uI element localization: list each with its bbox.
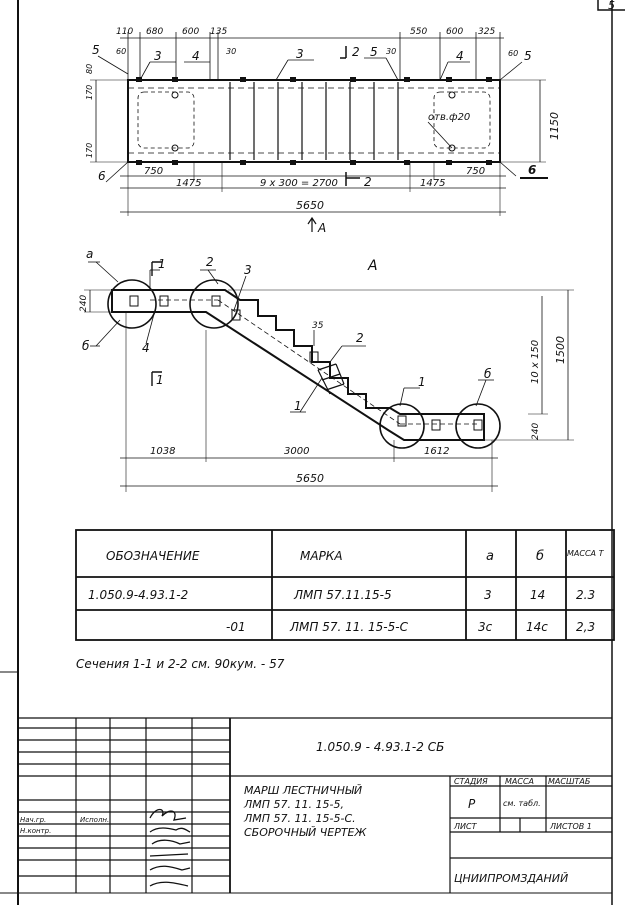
title-desc-line-4: СБОРОЧНЫЙ ЧЕРТЕЖ — [244, 826, 368, 839]
elev-callout-1-right: 1 — [418, 375, 426, 389]
elev-callout-1-lower: 1 — [294, 399, 302, 413]
elev-callout-b-right: б — [484, 367, 492, 381]
plan-top-dim-1: 110 — [116, 27, 133, 37]
title-mass-value: см. табл. — [503, 799, 541, 808]
page-corner: 5 — [597, 0, 625, 12]
elevation-outline — [111, 289, 485, 441]
elev-dim-left: 240 — [79, 295, 89, 312]
plan-seg-1475-left: 1475 — [176, 178, 201, 189]
elev-step-dim: 10 x 150 — [530, 340, 541, 384]
plan-callout-3-left: 3 — [154, 49, 162, 63]
plan-callout-3-mid: 3 — [296, 47, 304, 61]
elev-height-total: 1500 — [554, 336, 567, 364]
plan-small-dim-3: 30 — [386, 47, 396, 56]
plan-seg-750-left: 750 — [144, 166, 163, 177]
plan-height-dim: 1150 — [548, 112, 561, 140]
spec-header-designation: ОБОЗНАЧЕНИЕ — [106, 549, 200, 563]
spec-row2-mark: ЛМП 57. 11. 15-5-С — [289, 620, 409, 634]
signature-scribbles — [149, 808, 191, 887]
elev-total-length: 5650 — [296, 472, 324, 485]
plan-left-dim-2: 80 — [85, 64, 94, 74]
plan-top-dim-3: 600 — [182, 27, 199, 37]
plan-top-dim-6: 600 — [446, 27, 463, 37]
section-note: Сечения 1-1 и 2-2 см. 90кум. - 57 — [76, 657, 285, 671]
elev-callout-b-left: б — [82, 339, 90, 353]
plan-top-dim-7: 325 — [478, 27, 495, 37]
title-desc-line-1: МАРШ ЛЕСТНИЧНЫЙ — [244, 784, 362, 797]
plan-callout-4-right: 4 — [456, 49, 464, 63]
elev-dim-right-low: 240 — [531, 423, 541, 440]
plan-seg-1475-right: 1475 — [420, 178, 445, 189]
plan-view-arrow-label: A — [317, 221, 326, 235]
plan-callout-2-top: 2 — [352, 45, 360, 59]
spec-row1-designation: 1.050.9-4.93.1-2 — [88, 588, 188, 602]
elev-callout-2-mid: 2 — [356, 331, 364, 345]
sign-role-3: Исполн. — [80, 816, 109, 824]
elev-callout-3: 3 — [244, 263, 252, 277]
spec-row1-a: 3 — [484, 588, 492, 602]
elev-callout-a: а — [86, 247, 93, 261]
plan-small-dim-2: 30 — [226, 47, 236, 56]
spec-header-mass: МАССА Т — [567, 549, 605, 558]
plan-total-length: 5650 — [296, 199, 324, 212]
spec-table: ОБОЗНАЧЕНИЕ МАРКА а б МАССА Т 1.050.9-4.… — [75, 529, 615, 641]
title-mass-header: МАССА — [505, 777, 534, 786]
plan-left-marker: 6 — [98, 169, 106, 183]
spec-row2-mass: 2,3 — [576, 620, 595, 634]
spec-header-a: а — [486, 549, 494, 564]
elevation-title: A — [367, 258, 378, 274]
plan-top-dim-5: 550 — [410, 27, 427, 37]
elev-callout-35: 35 — [312, 321, 324, 331]
plan-section-mark: 2 — [364, 175, 372, 189]
plan-hole-label: отв.ф20 — [428, 112, 470, 123]
title-stage-header: СТАДИЯ — [454, 777, 488, 786]
title-desc-line-2: ЛМП 57. 11. 15-5, — [243, 798, 344, 811]
elev-callout-4: 4 — [142, 341, 150, 355]
spec-row2-a: 3с — [478, 620, 493, 634]
elev-callout-1-top: 1 — [158, 257, 166, 271]
elevation-view: A — [79, 247, 574, 492]
title-stage-value: Р — [468, 797, 476, 811]
sign-role-1: Нач.гр. — [20, 816, 46, 824]
plan-right-marker: 6 — [528, 163, 536, 177]
plan-top-dim-2: 680 — [146, 27, 163, 37]
spec-row2-b: 14с — [526, 620, 548, 634]
spec-row2-designation: -01 — [226, 620, 246, 634]
plan-small-dim-4: 60 — [508, 49, 518, 58]
spec-header-b: б — [536, 549, 544, 564]
plan-top-dim-4: 135 — [210, 27, 227, 37]
elev-seg-1612: 1612 — [424, 446, 449, 457]
title-block: 1.050.9 - 4.93.1-2 СБ МАРШ ЛЕСТНИЧНЫЙ ЛМ… — [18, 717, 612, 893]
elev-seg-3000: 3000 — [284, 446, 309, 457]
elev-seg-1038: 1038 — [150, 446, 175, 457]
plan-seg-750-right: 750 — [466, 166, 485, 177]
spec-row1-mass: 2.3 — [576, 588, 595, 602]
spec-header-mark: МАРКА — [300, 549, 343, 563]
plan-callout-5-mid: 5 — [370, 45, 378, 59]
page-number: 5 — [608, 0, 615, 12]
plan-callout-5-right: 5 — [524, 49, 532, 63]
plan-callout-5-left: 5 — [92, 43, 100, 57]
plan-left-dim-3: 170 — [85, 143, 94, 158]
title-organization: ЦНИИПРОМЗДАНИЙ — [454, 872, 568, 885]
title-sheets-label: ЛИСТОВ 1 — [549, 822, 592, 831]
title-desc-line-3: ЛМП 57. 11. 15-5-С. — [243, 812, 356, 825]
spec-row1-b: 14 — [530, 588, 545, 602]
sign-role-2: Н.контр. — [20, 827, 51, 835]
elev-callout-2-top: 2 — [206, 255, 214, 269]
plan-left-dim-1: 170 — [85, 85, 94, 100]
plan-small-dim-1: 60 — [116, 47, 126, 56]
elev-section-1-lower: 1 — [156, 373, 164, 387]
plan-callout-4-left: 4 — [192, 49, 200, 63]
title-scale-header: МАСШТАБ — [548, 777, 591, 786]
plan-view: 110 680 600 135 550 600 325 60 30 30 60 … — [85, 27, 561, 235]
plan-outline — [127, 79, 501, 163]
plan-seg-middle: 9 x 300 = 2700 — [260, 178, 338, 189]
spec-row1-mark: ЛМП 57.11.15-5 — [293, 588, 392, 602]
title-sheet-label: ЛИСТ — [453, 822, 478, 831]
title-code: 1.050.9 - 4.93.1-2 СБ — [316, 740, 444, 754]
